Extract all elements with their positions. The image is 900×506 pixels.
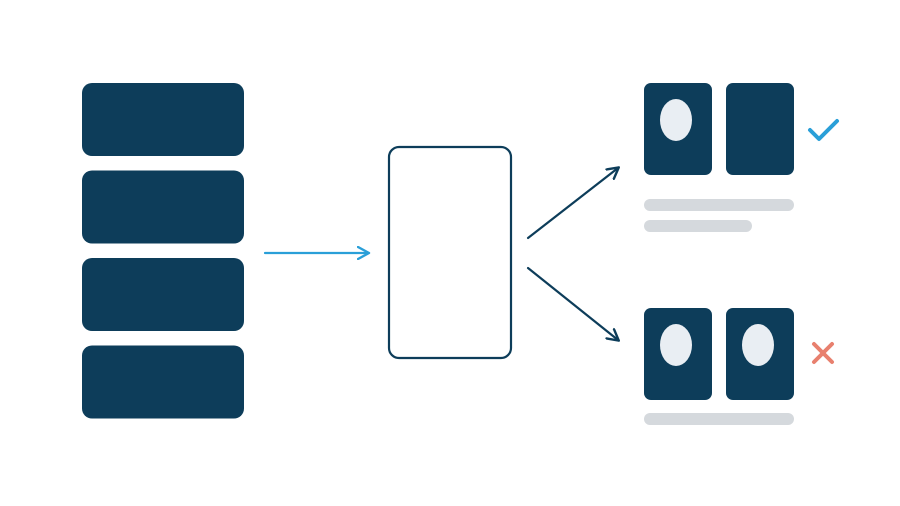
- stack-block: [82, 170, 244, 244]
- face-icon: [660, 324, 692, 366]
- stack-block: [82, 258, 244, 331]
- top-output: [644, 83, 839, 232]
- branch-arrow-bottom: [526, 266, 618, 340]
- face-icon: [742, 324, 774, 366]
- branch-arrow-top: [526, 168, 618, 240]
- bottom-output: [644, 308, 834, 425]
- stack-block: [82, 83, 244, 156]
- caption-placeholder-line: [644, 220, 752, 232]
- outputs: [644, 83, 839, 425]
- face-icon: [660, 99, 692, 141]
- stack-block: [82, 345, 244, 419]
- database-stack-icon: [82, 83, 244, 419]
- check-icon: [808, 119, 839, 141]
- blank-frame-icon: [387, 145, 513, 360]
- cross-icon: [812, 342, 834, 364]
- caption-placeholder-line: [644, 413, 794, 425]
- image-card: [726, 83, 794, 175]
- caption-placeholder-line: [644, 199, 794, 211]
- cross-stroke: [812, 342, 834, 364]
